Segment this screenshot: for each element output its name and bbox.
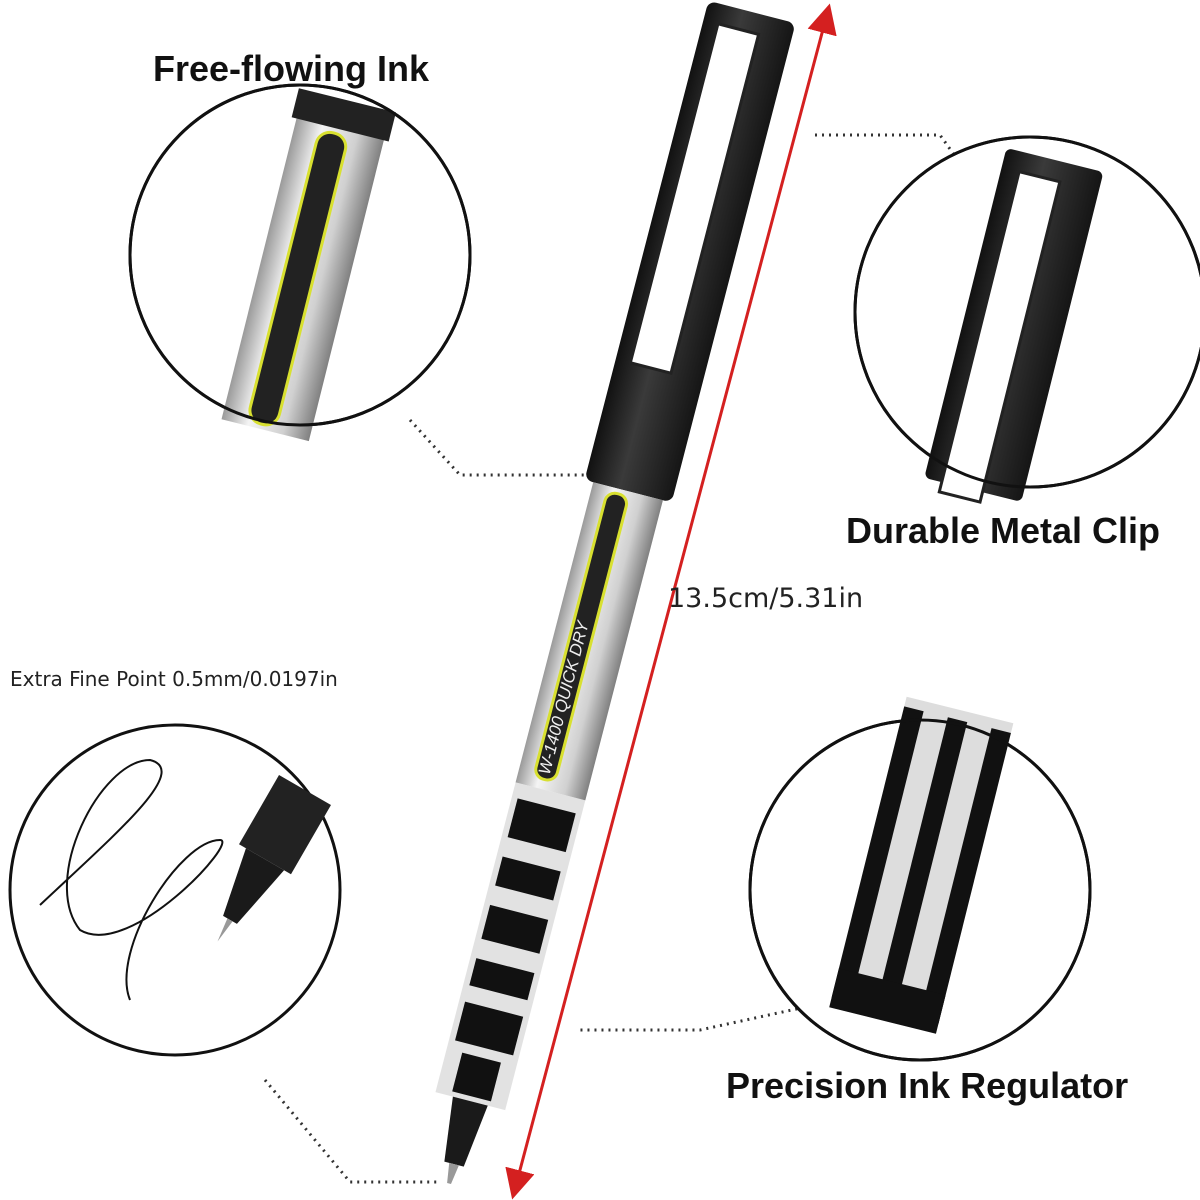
label-length: 13.5cm/5.31in [668, 583, 864, 614]
label-free-flowing-ink: Free-flowing Ink [153, 48, 430, 89]
leader-ink [408, 418, 592, 477]
label-precision-ink-regulator: Precision Ink Regulator [726, 1065, 1129, 1106]
label-durable-metal-clip: Durable Metal Clip [846, 510, 1161, 551]
detail-clip [853, 135, 1200, 504]
leader-point [263, 1079, 440, 1184]
length-arrow [505, 3, 837, 1200]
detail-ink [128, 83, 472, 442]
detail-point [8, 723, 342, 1057]
pen: W-1400 QUICK DRY [435, 2, 794, 1184]
detail-regulator [748, 696, 1092, 1062]
label-extra-fine-point: Extra Fine Point 0.5mm/0.0197in [10, 667, 338, 691]
